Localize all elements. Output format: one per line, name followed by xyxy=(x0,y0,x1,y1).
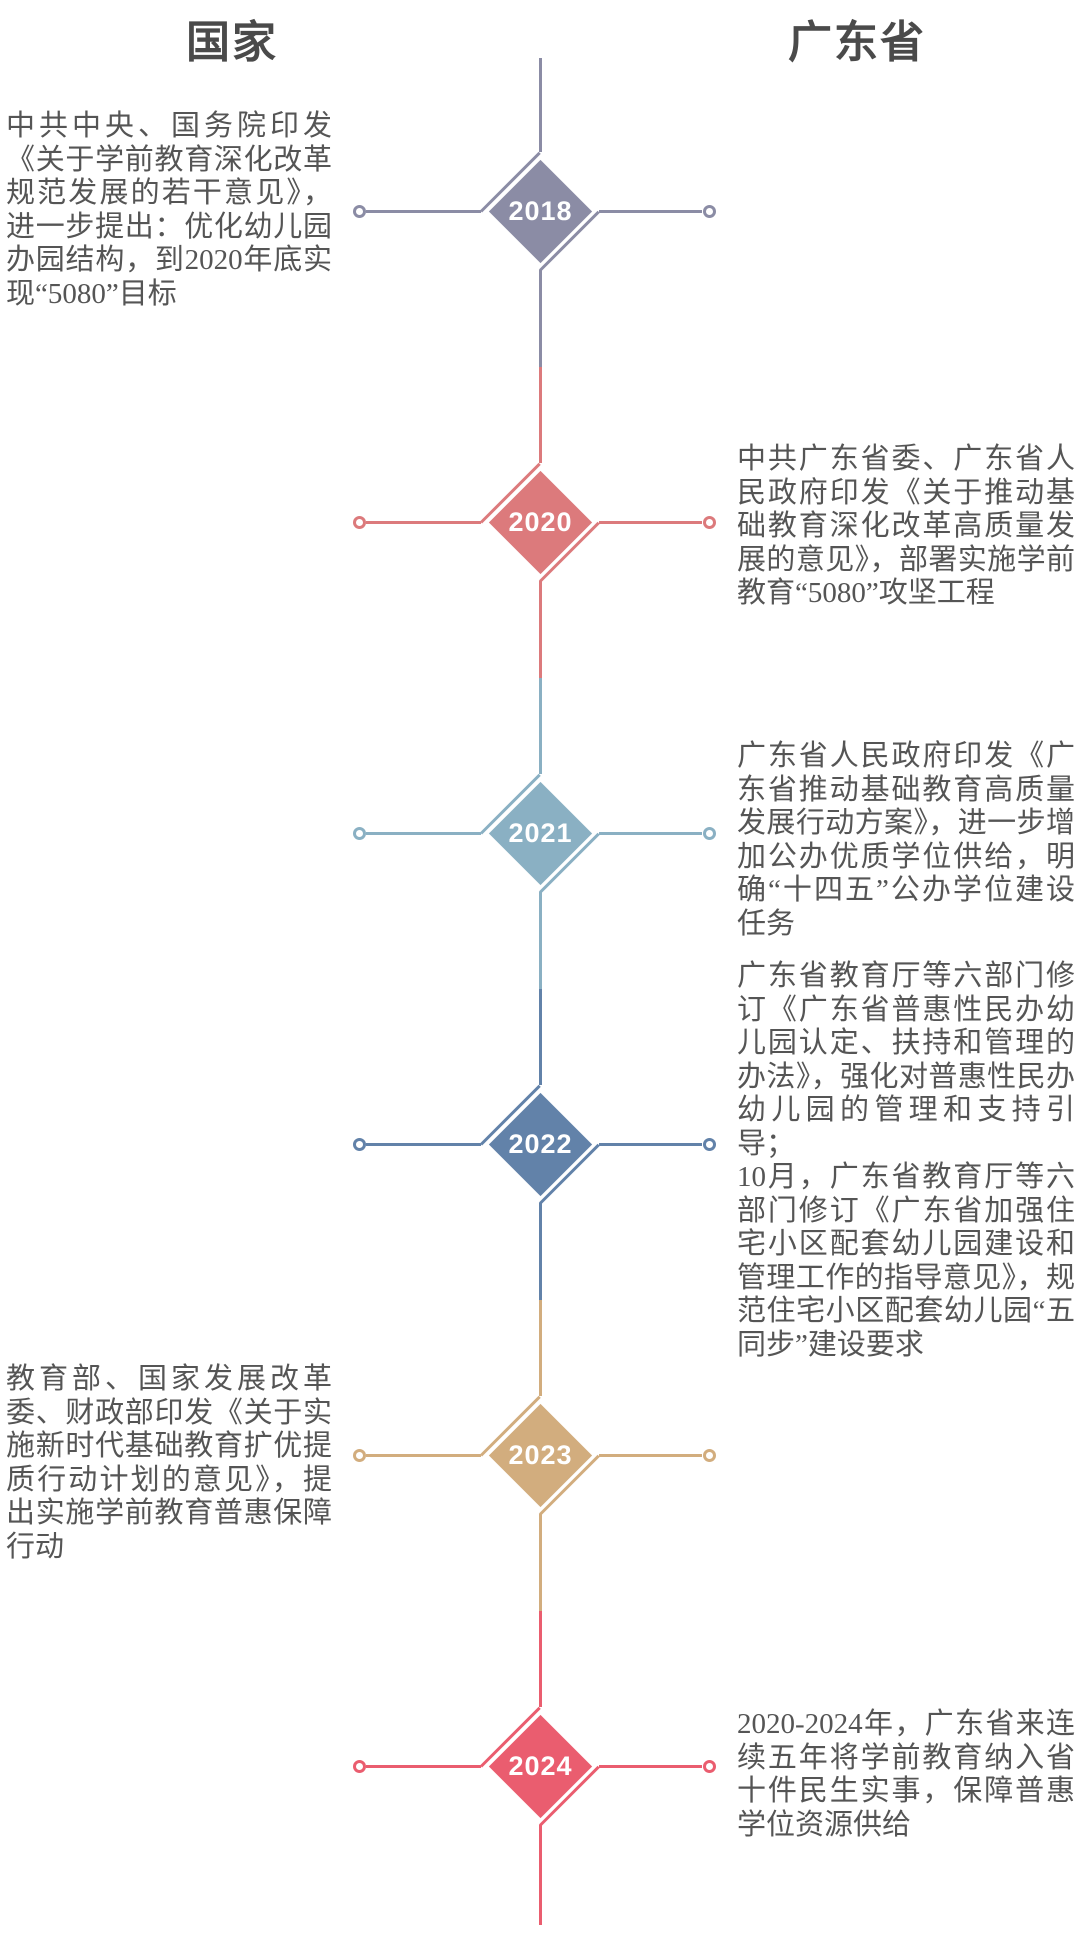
year-diamond-2023: 2023 xyxy=(488,1403,592,1507)
milestone-text-2024: 2020-2024年，广东省来连续五年将学前教育纳入省十件民生实事，保障普惠学位… xyxy=(737,1708,1075,1841)
milestone-text-2021: 广东省人民政府印发《广东省推动基础教育高质量发展行动方案》，进一步增加公办优质学… xyxy=(737,740,1075,940)
year-label-2020: 2020 xyxy=(507,506,573,537)
timeline-line-segment-lower xyxy=(538,1610,542,1707)
milestone-text-2023: 教育部、国家发展改革委、财政部印发《关于实施新时代基础教育扩优提质行动计划的意见… xyxy=(6,1363,332,1563)
timeline-line-segment-upper xyxy=(538,581,542,678)
right-connector-line xyxy=(599,1764,702,1768)
left-connector-circle xyxy=(352,1759,366,1773)
timeline-line-segment-upper xyxy=(538,1203,542,1300)
guangdong-column-title: 广东省 xyxy=(788,18,926,67)
year-label-2023: 2023 xyxy=(507,1439,573,1470)
timeline-line-segment-lower xyxy=(538,677,542,774)
timeline-line-top xyxy=(538,58,542,152)
timeline-line-segment-lower xyxy=(538,1299,542,1396)
timeline-line-segment-lower xyxy=(538,366,542,463)
year-label-2024: 2024 xyxy=(507,1750,573,1781)
left-connector-circle xyxy=(352,1137,366,1151)
timeline-line-segment-lower xyxy=(538,988,542,1085)
year-diamond-2022: 2022 xyxy=(488,1092,592,1196)
timeline-line-segment-upper xyxy=(538,270,542,367)
left-connector-circle xyxy=(352,826,366,840)
year-label-2021: 2021 xyxy=(507,817,573,848)
right-connector-line xyxy=(599,1142,702,1146)
left-connector-circle xyxy=(352,515,366,529)
right-connector-line xyxy=(599,831,702,835)
year-label-2022: 2022 xyxy=(507,1128,573,1159)
left-connector-circle xyxy=(352,1448,366,1462)
timeline-line-segment-upper xyxy=(538,892,542,989)
left-connector-line xyxy=(366,520,481,524)
year-diamond-2021: 2021 xyxy=(488,781,592,885)
right-connector-circle xyxy=(702,826,716,840)
milestone-text-2018: 中共中央、国务院印发《关于学前教育深化改革规范发展的若干意见》，进一步提出：优化… xyxy=(6,110,332,310)
year-label-2018: 2018 xyxy=(507,195,573,226)
right-connector-circle xyxy=(702,515,716,529)
year-diamond-2020: 2020 xyxy=(488,470,592,574)
left-connector-circle xyxy=(352,204,366,218)
right-connector-line xyxy=(599,1453,702,1457)
year-diamond-2018: 2018 xyxy=(488,159,592,263)
milestone-text-2020: 中共广东省委、广东省人民政府印发《关于推动基础教育深化改革高质量发展的意见》，部… xyxy=(737,443,1075,609)
timeline-line-bottom xyxy=(538,1825,542,1925)
right-connector-circle xyxy=(702,1759,716,1773)
left-connector-line xyxy=(366,209,481,213)
right-connector-circle xyxy=(702,204,716,218)
milestone-text-2022: 广东省教育厅等六部门修订《广东省普惠性民办幼儿园认定、扶持和管理的办法》，强化对… xyxy=(737,960,1075,1361)
national-column-title: 国家 xyxy=(186,18,278,67)
timeline-line-segment-upper xyxy=(538,1514,542,1611)
left-connector-line xyxy=(366,1764,481,1768)
year-diamond-2024: 2024 xyxy=(488,1714,592,1818)
left-connector-line xyxy=(366,1453,481,1457)
left-connector-line xyxy=(366,831,481,835)
left-connector-line xyxy=(366,1142,481,1146)
right-connector-circle xyxy=(702,1448,716,1462)
right-connector-circle xyxy=(702,1137,716,1151)
right-connector-line xyxy=(599,209,702,213)
right-connector-line xyxy=(599,520,702,524)
